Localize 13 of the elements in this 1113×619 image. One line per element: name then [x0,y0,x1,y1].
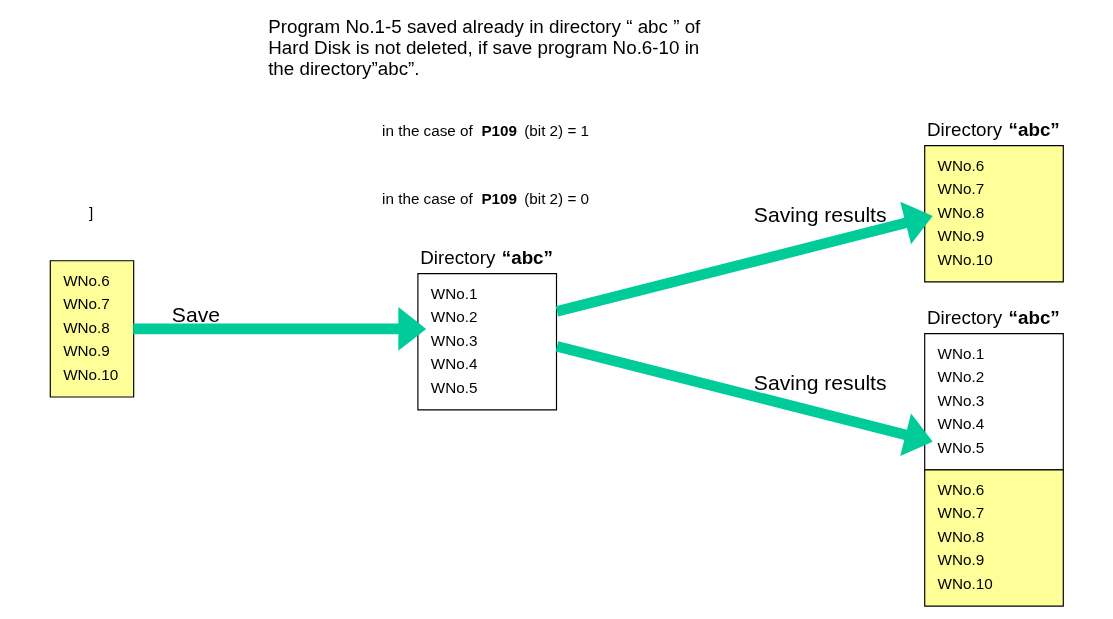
label: ] [89,203,94,221]
edge-label: Save [171,303,220,327]
label: in the case of P109 (bit 2) = 0 [382,189,590,207]
arrow [555,201,933,317]
edge-label: Saving results [753,203,887,227]
edge-label: Saving results [753,371,887,395]
arrow [133,306,427,351]
arrow [555,341,933,457]
label: in the case of P109 (bit 2) = 1 [382,121,590,139]
node-label: Directory “abc” [927,119,1060,141]
label: Program No.1-5 saved already in directory “ abc ” of Hard Disk is not deleted, if save program No.6-10 in the directory”abc”. [268,15,701,79]
node-label: Directory “abc” [927,306,1060,328]
node-label: Directory “abc” [420,247,553,269]
